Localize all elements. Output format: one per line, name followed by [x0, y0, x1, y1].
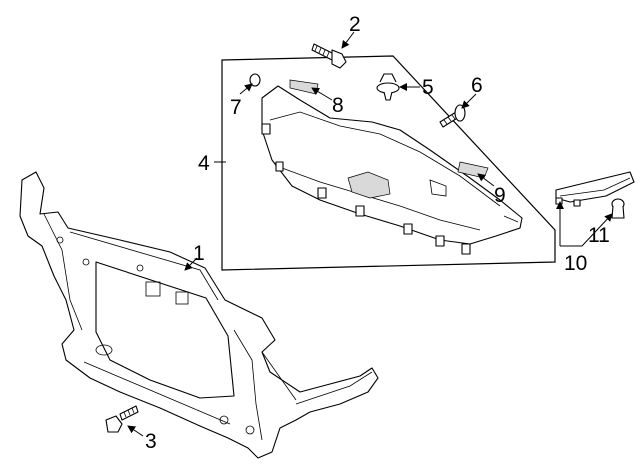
- radiator-support: [19, 171, 379, 459]
- pad-8: [289, 79, 319, 95]
- callout-4: 4: [198, 152, 210, 175]
- callout-1: 1: [193, 242, 205, 265]
- callout-11: 11: [588, 224, 610, 247]
- callout-2: 2: [349, 13, 361, 36]
- pin-clip-11: [611, 198, 625, 219]
- callout-5: 5: [422, 76, 434, 99]
- plug-7: [249, 73, 261, 87]
- callout-6: 6: [471, 74, 483, 97]
- screw-6: [439, 104, 466, 128]
- callout-8: 8: [332, 94, 344, 117]
- cover-assembly-frame: [221, 55, 556, 271]
- radiator-cover-panel: [261, 85, 523, 255]
- bolt-upper: [311, 43, 347, 69]
- clip-5: [376, 73, 400, 101]
- callout-9: 9: [494, 184, 506, 207]
- bolt-lower: [105, 405, 139, 433]
- callout-10: 10: [564, 252, 587, 275]
- callout-3: 3: [145, 430, 157, 453]
- callout-7: 7: [230, 96, 242, 119]
